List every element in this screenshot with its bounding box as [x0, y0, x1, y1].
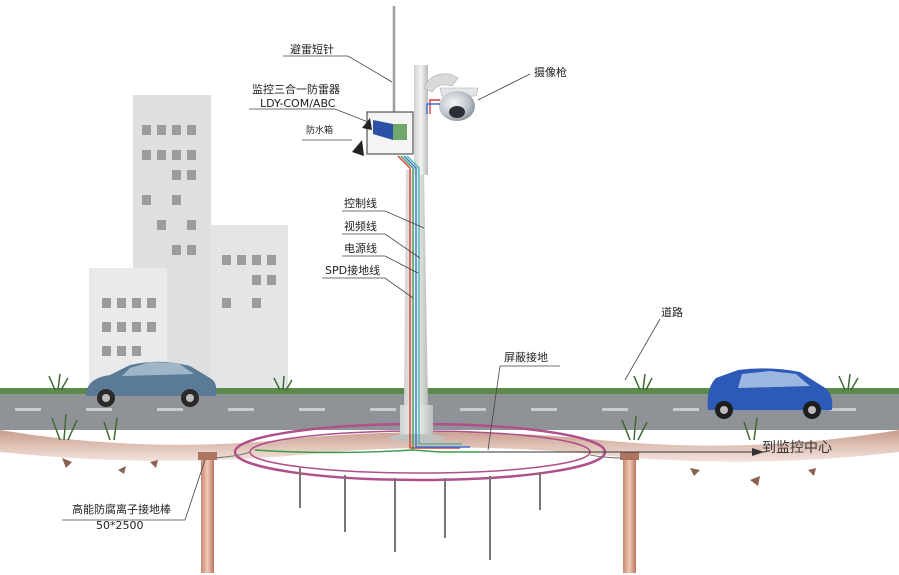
- ground-rods: [198, 452, 639, 573]
- pole-wires: [254, 99, 480, 454]
- camera-pole: [389, 6, 459, 442]
- to-center-cable: [480, 448, 764, 456]
- shield-ground-label: 屏蔽接地: [504, 351, 548, 364]
- arrester-model-label: LDY-COM/ABC: [260, 97, 336, 110]
- ground-rod-spec-label: 50*2500: [96, 519, 144, 532]
- control-line-label: 控制线: [344, 197, 377, 210]
- ground-stakes: [299, 468, 541, 560]
- soil-clods: [62, 458, 816, 486]
- car-right: [707, 368, 833, 419]
- spd-ground-line-label: SPD接地线: [325, 264, 381, 277]
- arrester-name-label: 监控三合一防雷器: [252, 83, 340, 96]
- background-buildings: [89, 95, 288, 395]
- car-left: [86, 361, 217, 407]
- lightning-rod-label: 避雷短针: [290, 43, 334, 56]
- power-line-label: 电源线: [344, 242, 377, 255]
- to-monitor-center-label: 到监控中心: [762, 440, 832, 456]
- road-label: 道路: [661, 306, 683, 319]
- grass-tufts: [48, 373, 859, 441]
- label-leader-lines: [62, 55, 661, 521]
- camera-label: 摄像枪: [534, 66, 567, 79]
- ground-rod-name-label: 高能防腐离子接地棒: [72, 503, 171, 516]
- dome-camera: [439, 87, 479, 121]
- video-line-label: 视频线: [344, 220, 377, 233]
- waterproof-box: [352, 111, 414, 156]
- earth-layer: [0, 430, 899, 462]
- waterproof-box-label: 防水箱: [306, 126, 334, 136]
